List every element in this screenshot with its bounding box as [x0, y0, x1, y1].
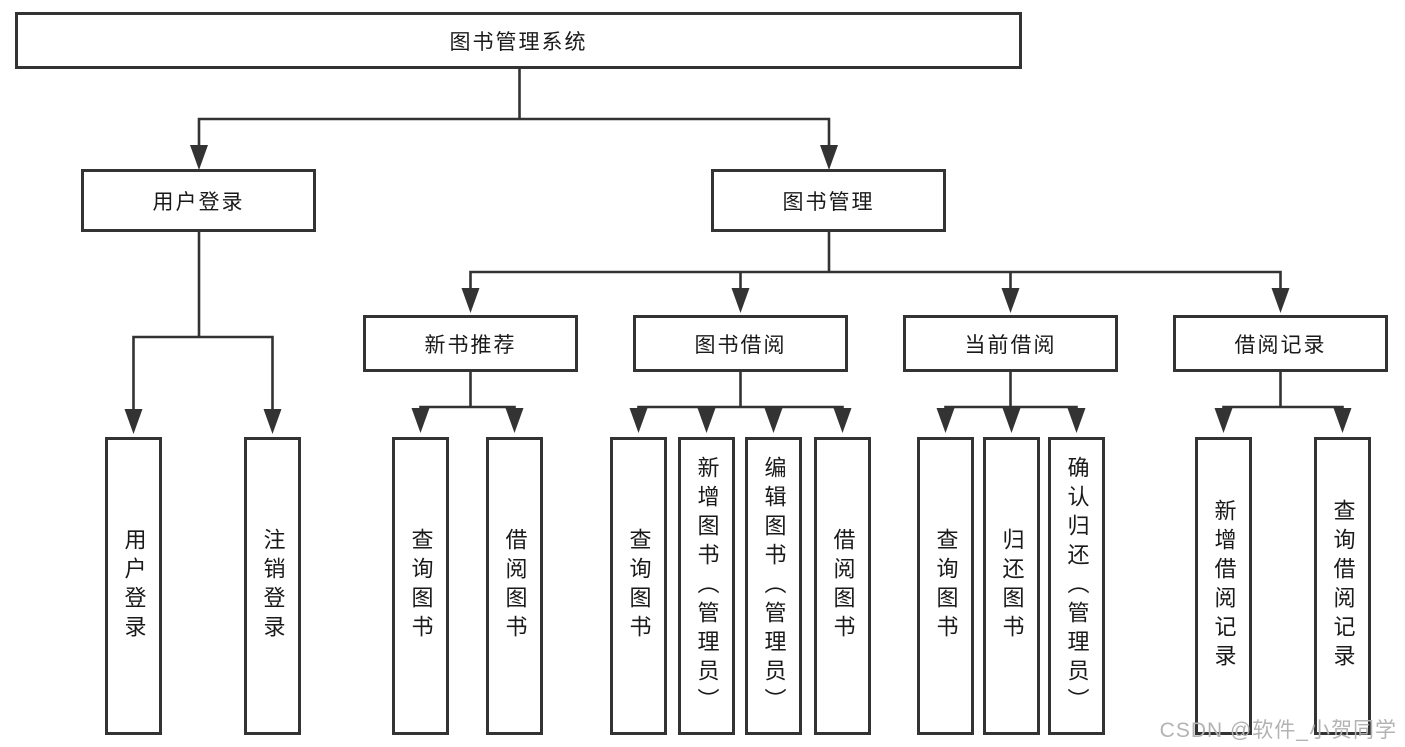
node-leaf-borrow-books: 借阅图书 — [814, 437, 871, 735]
node-book-management: 图书管理 — [711, 169, 946, 232]
node-leaf-add-books-admin: 新增图书（管理员） — [678, 437, 735, 735]
node-leaf-return-books: 归还图书 — [983, 437, 1040, 735]
connector-new-book-branch — [411, 372, 524, 433]
node-current-borrowing-label: 当前借阅 — [964, 333, 1057, 357]
leaf-label: 新增图书（管理员） — [694, 455, 720, 717]
node-leaf-add-borrow-record: 新增借阅记录 — [1195, 437, 1252, 735]
node-current-borrowing: 当前借阅 — [903, 315, 1118, 372]
leaf-label: 用户登录 — [121, 528, 147, 644]
node-leaf-borrow-books-recommend: 借阅图书 — [486, 437, 543, 735]
node-new-book-recommend-label: 新书推荐 — [424, 333, 517, 357]
leaf-label: 注销登录 — [260, 528, 286, 644]
leaf-label: 查询借阅记录 — [1330, 499, 1356, 673]
node-root-system: 图书管理系统 — [15, 12, 1022, 69]
connector-root-to-level2 — [190, 69, 838, 170]
connector-user-login-branch — [124, 232, 282, 434]
node-leaf-confirm-return-admin: 确认归还（管理员） — [1048, 437, 1105, 735]
csdn-watermark: CSDN @软件_小贺同学 — [1159, 719, 1397, 742]
node-book-borrowing-label: 图书借阅 — [694, 333, 787, 357]
node-borrowing-records: 借阅记录 — [1173, 315, 1388, 372]
node-leaf-user-login: 用户登录 — [105, 437, 162, 735]
node-user-login-label: 用户登录 — [152, 190, 245, 214]
leaf-label: 借阅图书 — [830, 528, 856, 644]
node-book-management-label: 图书管理 — [782, 190, 875, 214]
connector-current-borrow-branch — [936, 372, 1086, 433]
leaf-label: 归还图书 — [999, 528, 1025, 644]
connector-book-borrow-branch — [629, 372, 852, 433]
leaf-label: 查询图书 — [626, 528, 652, 644]
leaf-label: 编辑图书（管理员） — [761, 455, 787, 717]
leaf-label: 借阅图书 — [502, 528, 528, 644]
node-leaf-edit-books-admin: 编辑图书（管理员） — [745, 437, 802, 735]
node-new-book-recommend: 新书推荐 — [363, 315, 578, 372]
node-leaf-logout: 注销登录 — [244, 437, 301, 735]
connector-borrow-record-branch — [1214, 372, 1352, 433]
node-book-borrowing: 图书借阅 — [633, 315, 848, 372]
leaf-label: 查询图书 — [933, 528, 959, 644]
node-leaf-query-books-borrow: 查询图书 — [610, 437, 667, 735]
node-user-login: 用户登录 — [81, 169, 316, 232]
node-root-label: 图书管理系统 — [449, 30, 588, 54]
node-leaf-query-books-recommend: 查询图书 — [392, 437, 449, 735]
connector-book-management-branch — [461, 232, 1290, 313]
leaf-label: 新增借阅记录 — [1211, 499, 1237, 673]
leaf-label: 查询图书 — [408, 528, 434, 644]
node-borrowing-records-label: 借阅记录 — [1234, 333, 1327, 357]
node-leaf-query-borrow-record: 查询借阅记录 — [1314, 437, 1371, 735]
node-leaf-query-books-current: 查询图书 — [917, 437, 974, 735]
leaf-label: 确认归还（管理员） — [1064, 455, 1090, 717]
